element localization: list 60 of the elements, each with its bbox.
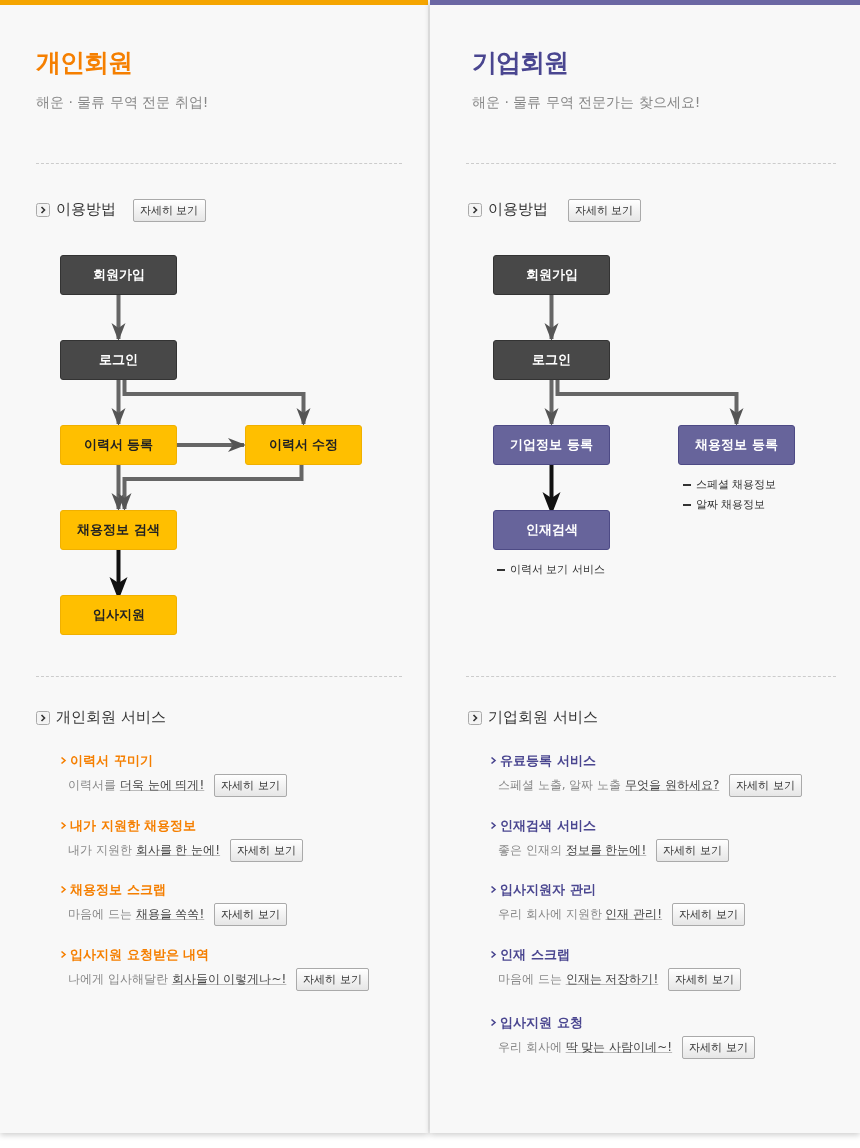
service-title: 인재 스크랩 — [500, 946, 570, 964]
intro-text: 해운 · 물류 무역 전문가는 찾으세요! — [472, 93, 702, 112]
detail-button: 자세히 보기 — [729, 774, 802, 797]
arrow — [111, 295, 126, 341]
description-text: 스페셜 노출, 알짜 노출 무엇을 원하세요? — [498, 777, 720, 794]
service-title: 채용정보 스크랩 — [70, 881, 166, 899]
detail-button: 자세히 보기 — [230, 839, 303, 862]
service-title: 유료등록 서비스 — [500, 752, 596, 770]
process-box: 로그인 — [60, 340, 177, 380]
service-title: 입사지원 요청받은 내역 — [70, 946, 210, 964]
description-text: 좋은 인재의 정보를 한눈에! — [498, 842, 647, 859]
note-text: 알짜 채용정보 — [683, 497, 766, 512]
service-title: 입사지원자 관리 — [500, 881, 596, 899]
arrow — [544, 380, 559, 426]
arrow — [555, 380, 744, 426]
service-title: 내가 지원한 채용정보 — [70, 817, 197, 835]
section-heading: 개인회원 서비스 — [56, 708, 166, 727]
service-title: 인재검색 서비스 — [500, 817, 596, 835]
description-text: 나에게 입사해달란 회사들이 이렇게나~! — [68, 971, 287, 988]
description-text: 마음에 드는 인재는 저장하기! — [498, 971, 659, 988]
page-heading: 개인회원 — [36, 47, 132, 79]
detail-button: 자세히 보기 — [296, 968, 369, 991]
detail-button: 자세히 보기 — [568, 199, 641, 222]
detail-button: 자세히 보기 — [682, 1036, 755, 1059]
description-text: 우리 회사에 딱 맞는 사람이네~! — [498, 1039, 673, 1056]
process-box: 이력서 등록 — [60, 425, 177, 465]
arrow — [111, 465, 126, 511]
arrow — [111, 380, 126, 426]
description-text: 이력서를 더욱 눈에 띄게! — [68, 777, 205, 794]
arrow — [544, 295, 559, 341]
arrow — [177, 438, 246, 452]
process-box: 인재검색 — [493, 510, 610, 550]
section-heading: 기업회원 서비스 — [488, 708, 598, 727]
service-title: 입사지원 요청 — [500, 1014, 583, 1032]
description-text: 내가 지원한 회사를 한 눈에! — [68, 842, 221, 859]
detail-button: 자세히 보기 — [133, 199, 206, 222]
process-box: 회원가입 — [60, 255, 177, 295]
description-text: 우리 회사에 지원한 인재 관리! — [498, 906, 663, 923]
process-box: 채용정보 검색 — [60, 510, 177, 550]
process-box: 기업정보 등록 — [493, 425, 610, 465]
process-box: 채용정보 등록 — [678, 425, 795, 465]
detail-button: 자세히 보기 — [214, 903, 287, 926]
note-text: 이력서 보기 서비스 — [497, 562, 605, 577]
process-box: 로그인 — [493, 340, 610, 380]
service-title: 이력서 꾸미기 — [70, 752, 153, 770]
arrow — [122, 380, 311, 426]
detail-button: 자세히 보기 — [214, 774, 287, 797]
detail-button: 자세히 보기 — [672, 903, 745, 926]
description-text: 마음에 드는 채용을 쏙쏙! — [68, 906, 205, 923]
note-text: 스페셜 채용정보 — [683, 477, 777, 492]
process-box: 회원가입 — [493, 255, 610, 295]
intro-text: 해운 · 물류 무역 전문 취업! — [36, 93, 210, 112]
process-box: 입사지원 — [60, 595, 177, 635]
process-box: 이력서 수정 — [245, 425, 362, 465]
page-heading: 기업회원 — [472, 47, 568, 79]
arrow — [117, 465, 304, 511]
detail-button: 자세히 보기 — [656, 839, 729, 862]
section-heading: 이용방법 — [488, 200, 548, 219]
detail-button: 자세히 보기 — [668, 968, 741, 991]
section-heading: 이용방법 — [56, 200, 116, 219]
